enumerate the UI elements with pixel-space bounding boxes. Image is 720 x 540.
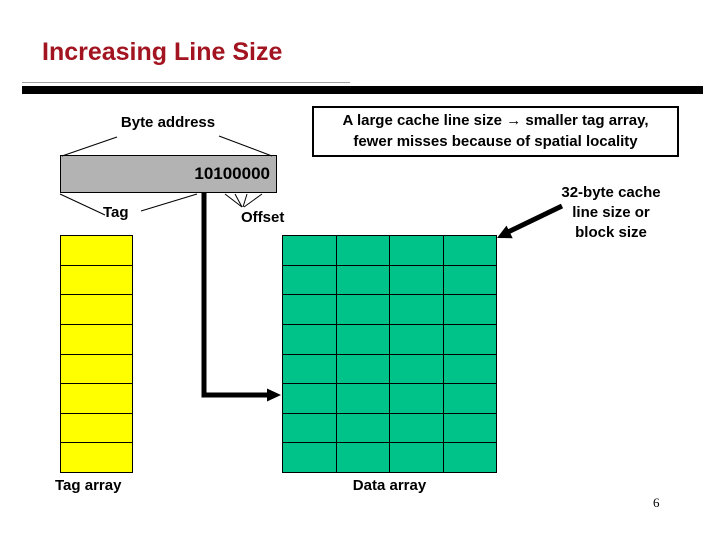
data-array-cell: [443, 324, 496, 354]
offset-fan-line: [234, 193, 243, 208]
page-number: 6: [653, 495, 660, 510]
data-array-cell: [283, 384, 336, 413]
data-array-cell: [443, 413, 496, 443]
index-arrow-head: [267, 388, 281, 402]
data-array-cell: [283, 413, 336, 443]
data-array-grid: [282, 235, 497, 473]
tag-array-label: Tag array: [55, 477, 122, 494]
tag-array-cell: [61, 324, 132, 354]
block-size-note-line3: block size: [575, 224, 647, 241]
data-array-cell: [283, 295, 336, 324]
offset-fan-line: [243, 193, 263, 208]
tag-connector-left: [59, 193, 106, 216]
data-array-cell: [390, 413, 443, 443]
data-array-cell: [390, 295, 443, 324]
data-array-cell: [336, 324, 389, 354]
data-array-cell: [390, 265, 443, 295]
data-array-cell: [390, 324, 443, 354]
note-box-line2: fewer misses because of spatial locality: [353, 133, 638, 150]
data-array-cell: [283, 443, 336, 472]
byte-address-box: 10100000: [60, 155, 277, 193]
offset-fan-line: [224, 193, 243, 208]
offset-fan-line: [242, 193, 248, 208]
title-rule-accent: [22, 82, 350, 83]
tag-array-cell: [61, 236, 132, 265]
block-size-arrow-head: [497, 225, 513, 239]
tag-array-cell: [61, 384, 132, 413]
data-array-cell: [443, 354, 496, 384]
byte-address-connector-left: [61, 136, 118, 157]
page-title: Increasing Line Size: [42, 38, 283, 66]
data-array-cell: [283, 236, 336, 265]
data-array-cell: [336, 413, 389, 443]
note-box-line1: A large cache line size → smaller tag ar…: [342, 112, 649, 129]
data-array-cell: [336, 443, 389, 472]
tag-label: Tag: [103, 204, 129, 221]
data-array-cell: [443, 443, 496, 472]
block-size-note-line2: line size or: [572, 204, 650, 221]
data-array-cell: [390, 384, 443, 413]
title-rule-bar: [22, 86, 703, 94]
data-array-cell: [283, 354, 336, 384]
tag-array-grid: [60, 235, 133, 473]
data-array-cell: [443, 295, 496, 324]
data-array-cell: [443, 384, 496, 413]
tag-array-cell: [61, 265, 132, 295]
tag-connector-right: [140, 193, 198, 212]
byte-address-label: Byte address: [120, 114, 216, 131]
data-array-cell: [443, 265, 496, 295]
data-array-cell: [336, 354, 389, 384]
data-array-cell: [443, 236, 496, 265]
data-array-cell: [390, 443, 443, 472]
note-box: A large cache line size → smaller tag ar…: [312, 106, 679, 157]
data-array-cell: [390, 236, 443, 265]
data-array-cell: [336, 384, 389, 413]
data-array-cell: [336, 236, 389, 265]
tag-array-cell: [61, 413, 132, 443]
block-size-note: 32-byte cache line size or block size: [543, 183, 679, 243]
data-array-cell: [336, 265, 389, 295]
block-size-note-line1: 32-byte cache: [561, 184, 661, 201]
tag-array-cell: [61, 443, 132, 472]
data-array-cell: [336, 295, 389, 324]
data-array-label: Data array: [352, 477, 427, 494]
tag-array-cell: [61, 354, 132, 384]
data-array-cell: [390, 354, 443, 384]
byte-address-connector-right: [218, 135, 273, 157]
offset-label: Offset: [241, 209, 285, 226]
data-array-cell: [283, 324, 336, 354]
data-array-cell: [283, 265, 336, 295]
tag-array-cell: [61, 295, 132, 324]
byte-address-value: 10100000: [194, 164, 270, 183]
